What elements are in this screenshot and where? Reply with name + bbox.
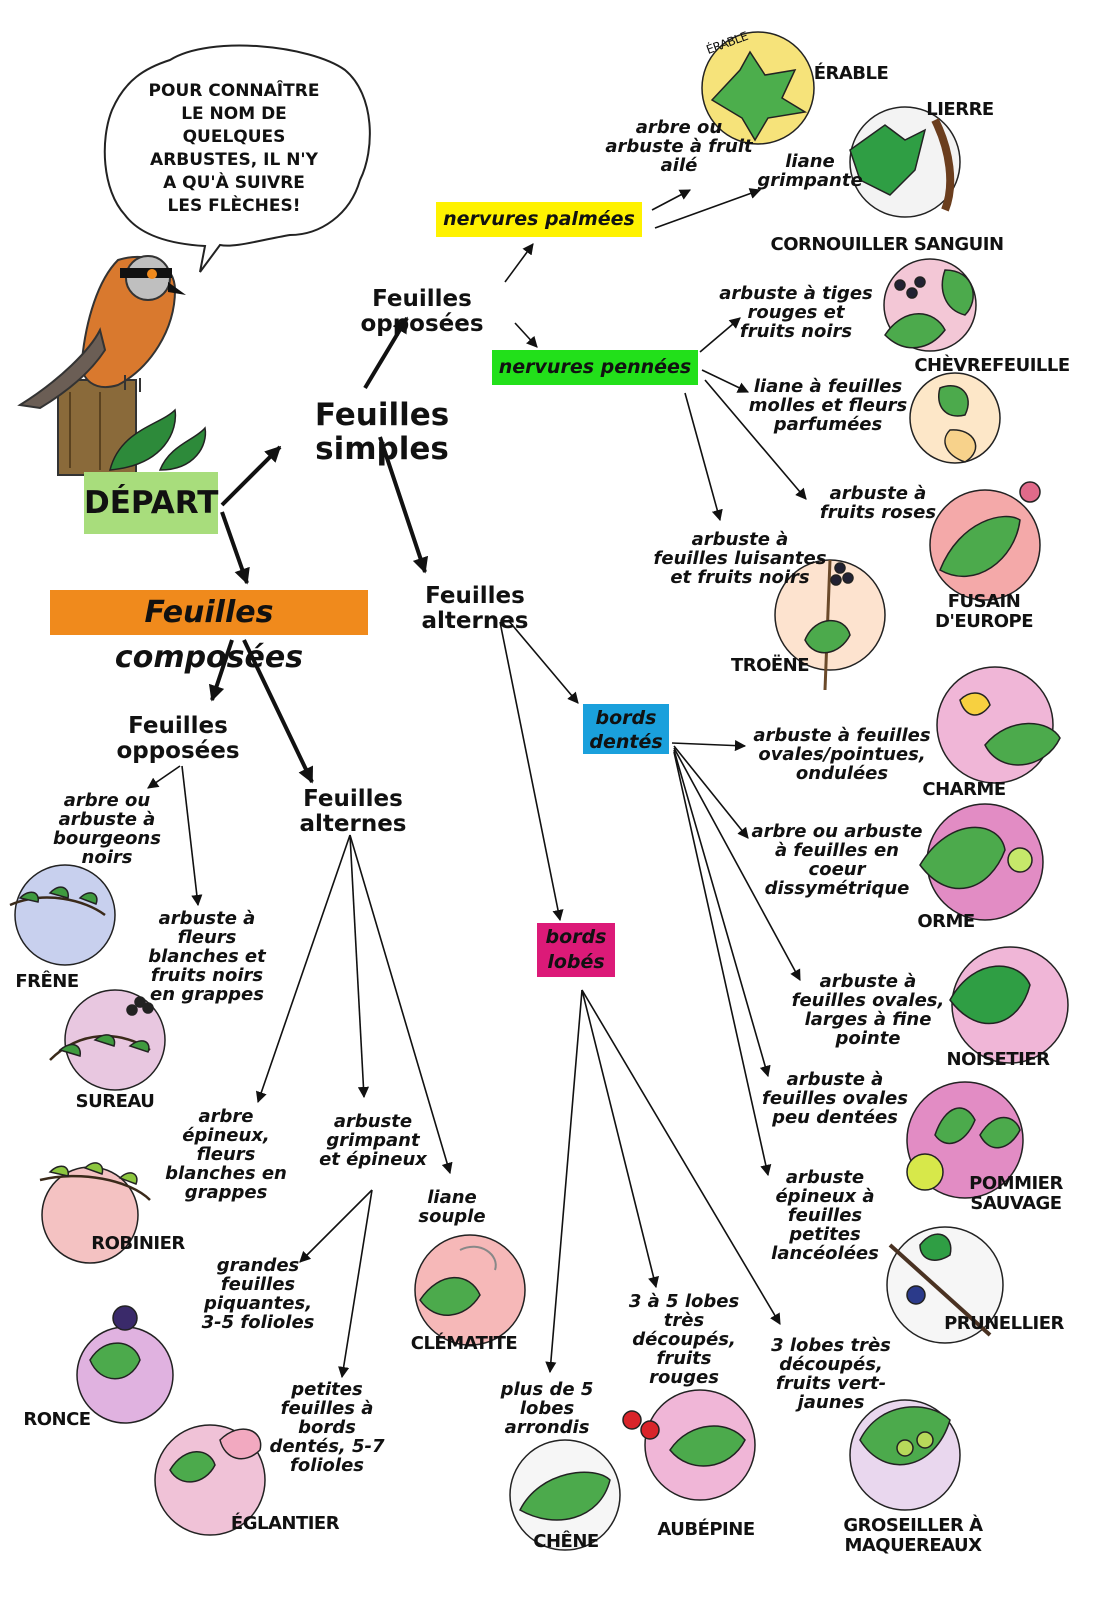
plant-name-charme: CHARME xyxy=(916,780,1012,800)
desc-small-leaves: petites feuilles à bords dentés, 5-7 fol… xyxy=(262,1380,392,1475)
desc-climbing-vine: liane grimpante xyxy=(755,152,865,190)
desc-winged-fruit: arbre ou arbuste à fruit ailé xyxy=(594,118,764,175)
shrike-bird-illustration xyxy=(20,256,186,408)
palmate-veins-box: nervures palmées xyxy=(436,202,642,237)
desc-black-buds: arbre ou arbuste à bourgeons noirs xyxy=(52,791,162,867)
desc-glossy-leaves: arbuste à feuilles luisantes et fruits n… xyxy=(650,530,830,587)
plant-name-chevrefeuille: CHÈVREFEUILLE xyxy=(910,356,1074,376)
plant-name-fusain: FUSAIN D'EUROPE xyxy=(930,592,1038,632)
frene-illustration xyxy=(15,865,115,965)
desc-slightly-toothed: arbuste à feuilles ovales peu dentées xyxy=(756,1070,914,1127)
plant-name-prunellier: PRUNELLIER xyxy=(942,1314,1066,1334)
desc-thorny-tree: arbre épineux, fleurs blanches en grappe… xyxy=(158,1107,294,1202)
desc-five-lobes: plus de 5 lobes arrondis xyxy=(492,1380,602,1437)
plant-name-clematite: CLÉMATITE xyxy=(408,1334,520,1354)
toothed-edges-box: bords dentés xyxy=(583,704,669,754)
desc-large-leaves: grandes feuilles piquantes, 3-5 folioles xyxy=(200,1256,316,1332)
speech-bubble-text: POUR CONNAÎTRE LE NOM DE QUELQUES ARBUST… xyxy=(128,80,340,218)
alternate-leaves-compound-node: Feuilles alternes xyxy=(298,787,408,837)
plant-name-sureau: SUREAU xyxy=(70,1092,160,1112)
desc-pink-fruits: arbuste à fruits roses xyxy=(808,484,948,522)
plant-name-erable: ÉRABLE xyxy=(806,64,896,84)
start-box: DÉPART xyxy=(84,472,218,534)
plant-name-troene: TROËNE xyxy=(728,656,812,676)
compound-leaves-box: Feuilles composées xyxy=(50,590,368,635)
opposite-leaves-compound-node: Feuilles opposées xyxy=(112,714,244,764)
desc-soft-leaves: liane à feuilles molles et fleurs parfum… xyxy=(740,377,916,434)
pinnate-veins-box: nervures pennées xyxy=(492,350,698,385)
desc-oval-pointed: arbuste à feuilles ovales/pointues, ondu… xyxy=(744,726,940,783)
desc-heart-shaped: arbre ou arbuste à feuilles en coeur dis… xyxy=(748,822,926,898)
desc-thorny-climber: arbuste grimpant et épineux xyxy=(310,1112,436,1169)
opposite-leaves-simple-node: Feuilles opposées xyxy=(308,287,536,337)
plant-name-orme: ORME xyxy=(914,912,978,932)
desc-supple-vine: liane souple xyxy=(414,1188,490,1226)
plant-name-lierre: LIERRE xyxy=(922,100,998,120)
desc-white-flowers: arbuste à fleurs blanches et fruits noir… xyxy=(142,909,272,1004)
lobed-edges-box: bords lobés xyxy=(537,923,615,977)
plant-name-ronce: RONCE xyxy=(20,1410,94,1430)
plant-name-frene: FRÊNE xyxy=(12,972,82,992)
plant-name-cornouiller: CORNOUILLER SANGUIN xyxy=(762,235,1012,255)
main-arrows xyxy=(212,318,425,782)
plant-name-chene: CHÊNE xyxy=(528,1532,604,1552)
plant-illustrations xyxy=(10,32,1068,1550)
desc-red-stems: arbuste à tiges rouges et fruits noirs xyxy=(706,284,886,341)
plant-name-robinier: ROBINIER xyxy=(88,1234,188,1254)
plant-name-aubepine: AUBÉPINE xyxy=(654,1520,758,1540)
plant-name-eglantier: ÉGLANTIER xyxy=(226,1514,344,1534)
desc-lanceolate: arbuste épineux à feuilles petites lancé… xyxy=(760,1168,890,1263)
plant-name-noisetier: NOISETIER xyxy=(942,1050,1054,1070)
plant-name-pommier: POMMIER SAUVAGE xyxy=(962,1174,1070,1214)
desc-fine-point: arbuste à feuilles ovales, larges à fine… xyxy=(786,972,950,1048)
desc-three-to-five-lobes: 3 à 5 lobes très découpés, fruits rouges xyxy=(616,1292,752,1387)
simple-leaves-node: Feuilles simples xyxy=(254,398,510,466)
desc-three-lobes: 3 lobes très découpés, fruits vert- jaun… xyxy=(756,1336,906,1412)
plant-name-groseiller: GROSEILLER À MAQUEREAUX xyxy=(832,1516,994,1556)
alternate-leaves-simple-node: Feuilles alternes xyxy=(372,584,578,634)
